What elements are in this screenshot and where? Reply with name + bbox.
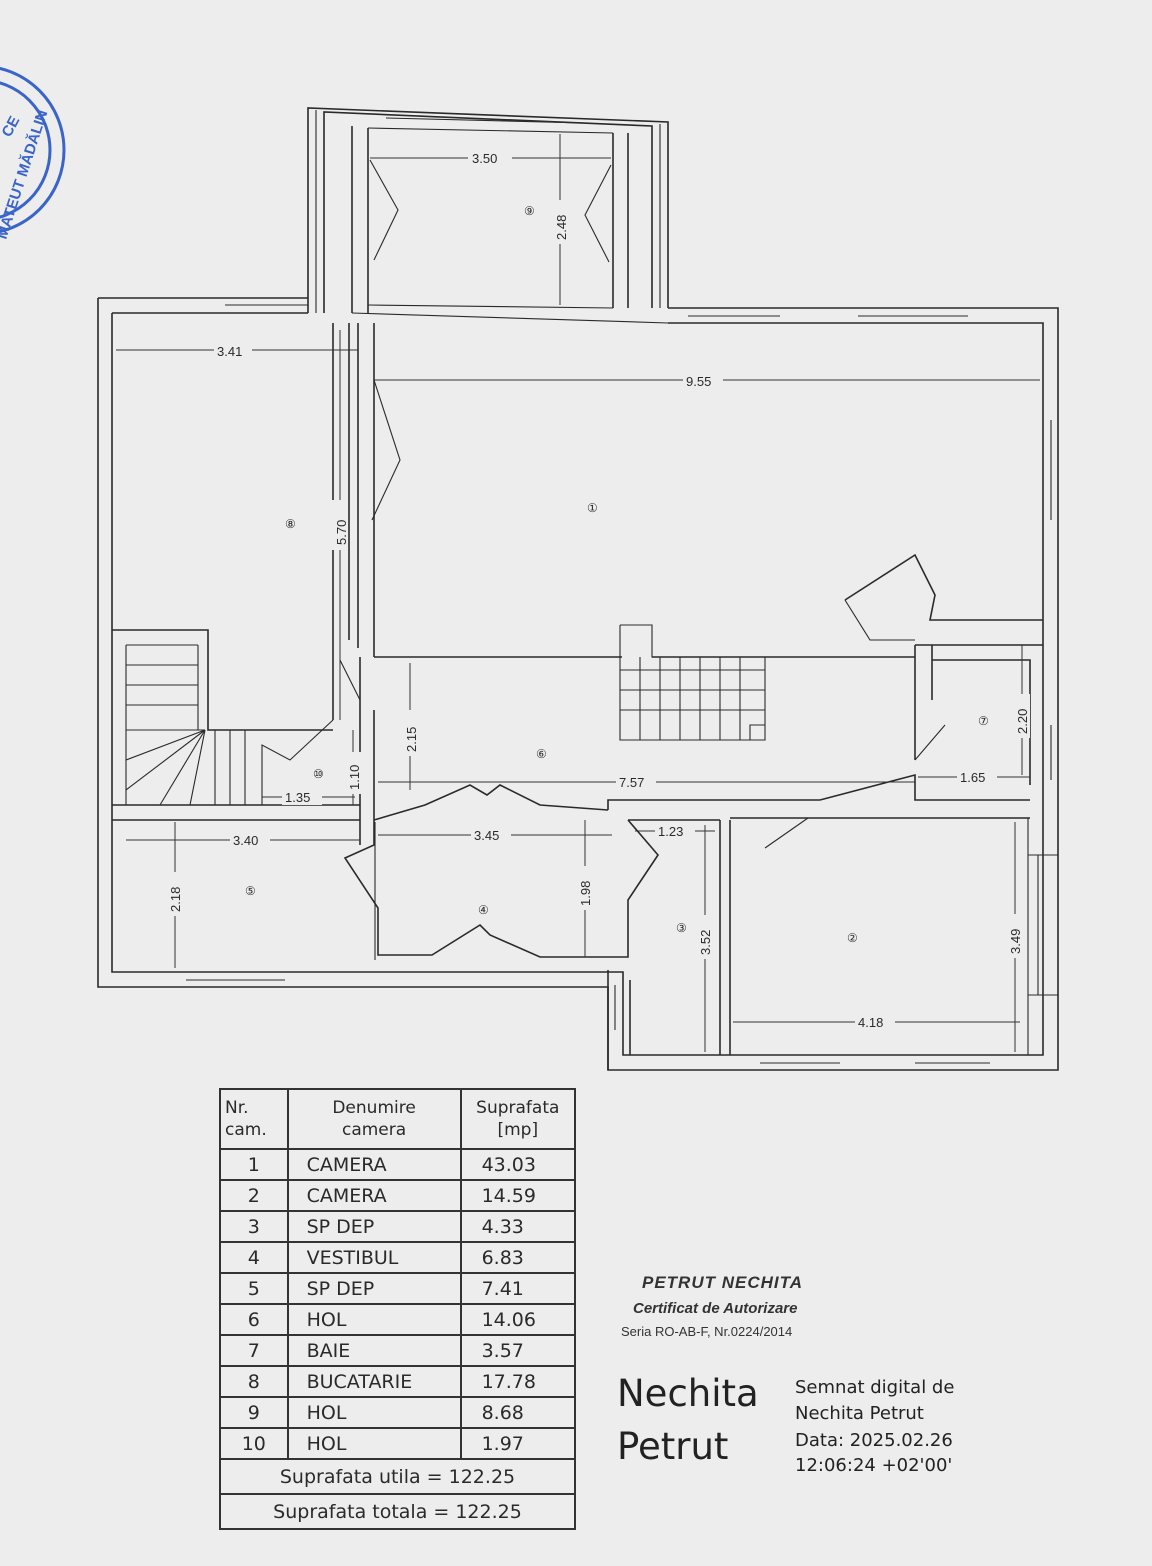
dim-label: 1.35 bbox=[285, 790, 310, 805]
room-marker: ① bbox=[587, 501, 598, 515]
room-marker: ② bbox=[847, 931, 858, 945]
dim-label: 1.98 bbox=[578, 881, 593, 906]
room-marker: ④ bbox=[478, 903, 489, 917]
room-marker: ⑧ bbox=[285, 517, 296, 531]
dimension-lines bbox=[116, 134, 1040, 1052]
dim-label: 9.55 bbox=[686, 374, 711, 389]
room-marker: ⑤ bbox=[245, 884, 256, 898]
certificate-authorization: Certificat de Autorizare bbox=[633, 1300, 798, 1317]
dim-label: 3.52 bbox=[698, 930, 713, 955]
dim-label: 3.41 bbox=[217, 344, 242, 359]
dim-label: 1.23 bbox=[658, 824, 683, 839]
dim-label: 2.18 bbox=[168, 887, 183, 912]
dim-label: 3.50 bbox=[472, 151, 497, 166]
signature-line: Data: 2025.02.26 bbox=[795, 1430, 953, 1451]
header-area: Suprafata[mp] bbox=[459, 1088, 577, 1150]
dimension-labels: 3.50 2.48 3.41 9.55 5.70 2.15 7.57 1.10 … bbox=[167, 150, 1030, 1030]
dim-label: 3.40 bbox=[233, 833, 258, 848]
dim-label: 2.15 bbox=[404, 727, 419, 752]
signature-line: Nechita Petrut bbox=[795, 1403, 924, 1424]
dim-label: 1.65 bbox=[960, 770, 985, 785]
total-total: Suprafata totala = 122.25 bbox=[219, 1493, 576, 1530]
certificate-name: PETRUT NECHITA bbox=[642, 1273, 804, 1292]
stamp: CE MATEUT MĂDĂLIN bbox=[0, 66, 66, 241]
signature-last-name: Petrut bbox=[617, 1425, 729, 1468]
total-util-row: Suprafata utila = 122.25 bbox=[219, 1458, 576, 1495]
dim-label: 3.45 bbox=[474, 828, 499, 843]
walls bbox=[97, 107, 1059, 1071]
dim-label: 5.70 bbox=[334, 520, 349, 545]
signature-first-name: Nechita bbox=[617, 1372, 759, 1415]
room-marker: ⑨ bbox=[524, 204, 535, 218]
dim-label: 3.49 bbox=[1008, 929, 1023, 954]
total-util: Suprafata utila = 122.25 bbox=[219, 1458, 576, 1495]
total-total-row: Suprafata totala = 122.25 bbox=[219, 1493, 576, 1530]
certificate-serial: Seria RO-AB-F, Nr.0224/2014 bbox=[621, 1324, 793, 1339]
room-marker: ③ bbox=[676, 921, 687, 935]
room-marker: ⑥ bbox=[536, 747, 547, 761]
room-marker: ⑦ bbox=[978, 714, 989, 728]
dim-label: 4.18 bbox=[858, 1015, 883, 1030]
header-nr: Nr.cam. bbox=[219, 1088, 289, 1150]
dim-label: 2.20 bbox=[1015, 709, 1030, 734]
room-markers: ① ② ③ ④ ⑤ ⑥ ⑦ ⑧ ⑨ ⑩ bbox=[245, 204, 989, 945]
stamp-text: CE bbox=[0, 113, 23, 139]
dim-label: 7.57 bbox=[619, 775, 644, 790]
signature-line: Semnat digital de bbox=[795, 1377, 955, 1398]
dim-label: 2.48 bbox=[554, 215, 569, 240]
dim-label: 1.10 bbox=[347, 765, 362, 790]
signature-line: 12:06:24 +02'00' bbox=[795, 1455, 953, 1476]
room-marker: ⑩ bbox=[313, 767, 324, 781]
